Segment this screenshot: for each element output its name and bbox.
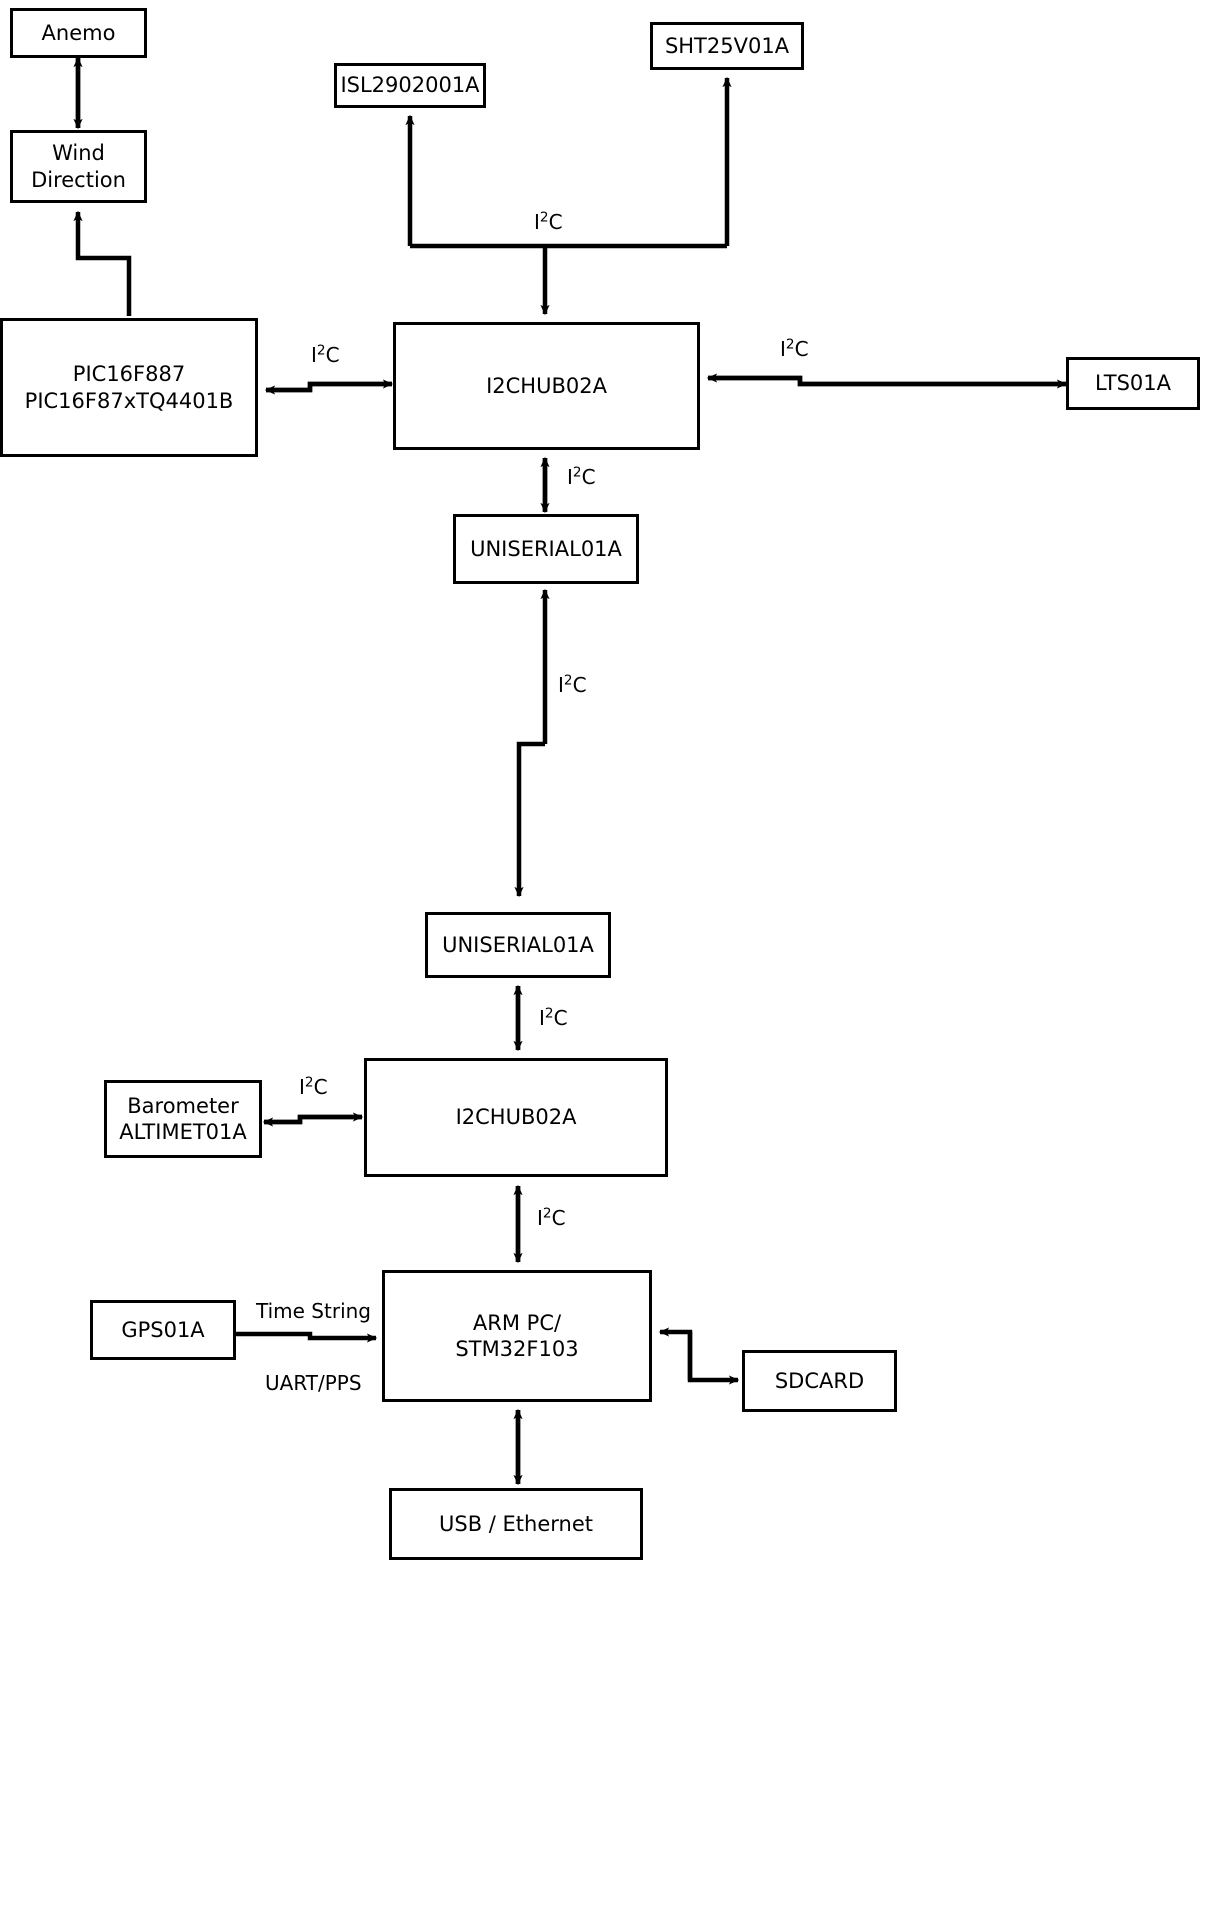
i2c-text-sup: 2 xyxy=(539,209,549,226)
node-barometer-altimet01a-label: Barometer ALTIMET01A xyxy=(119,1093,247,1144)
node-sdcard[interactable]: SDCARD xyxy=(742,1350,897,1412)
edge-gps-arm xyxy=(236,1331,378,1343)
node-gps01a[interactable]: GPS01A xyxy=(90,1300,236,1360)
i2c-text-suffix: C xyxy=(553,1006,568,1030)
edge-arm-sdcard xyxy=(687,1332,740,1385)
i2c-text-suffix: C xyxy=(551,1206,566,1230)
edge-hubbot-baro xyxy=(262,1114,362,1127)
i2c-text-sup: 2 xyxy=(316,342,326,359)
i2c-text-suffix: C xyxy=(794,337,809,361)
i2c-text-suffix: C xyxy=(313,1075,328,1099)
edge-unitop-unibot xyxy=(514,741,545,898)
i2c-text-suffix: C xyxy=(572,673,587,697)
i2c-text-prefix: I xyxy=(537,1206,543,1230)
node-gps01a-label: GPS01A xyxy=(121,1317,205,1342)
node-arm-pc-stm32f103[interactable]: ARM PC/ STM32F103 xyxy=(382,1270,652,1402)
edge-hubtop-lts xyxy=(708,375,1068,389)
i2c-text-suffix: C xyxy=(325,343,340,367)
node-lts01a[interactable]: LTS01A xyxy=(1066,357,1200,410)
node-i2chub02a-top-label: I2CHUB02A xyxy=(486,373,607,398)
i2c-text-sup: 2 xyxy=(544,1005,554,1022)
node-uniserial01a-bottom-label: UNISERIAL01A xyxy=(442,932,594,957)
i2c-text-sup: 2 xyxy=(304,1074,314,1091)
i2c-text-prefix: I xyxy=(299,1075,305,1099)
node-wind-direction[interactable]: Wind Direction xyxy=(10,130,147,203)
i2c-text-prefix: I xyxy=(780,337,786,361)
node-barometer-altimet01a[interactable]: Barometer ALTIMET01A xyxy=(104,1080,262,1158)
edge-pic-hub xyxy=(266,379,394,393)
node-i2chub02a-top[interactable]: I2CHUB02A xyxy=(393,322,700,450)
i2c-text-prefix: I xyxy=(567,465,573,489)
node-anemo[interactable]: Anemo xyxy=(10,8,147,58)
node-arm-pc-stm32f103-label: ARM PC/ STM32F103 xyxy=(455,1310,579,1361)
node-i2chub02a-bottom-label: I2CHUB02A xyxy=(455,1105,577,1130)
i2c-text-prefix: I xyxy=(534,210,540,234)
edge-label-i2c-top-bus: I2C xyxy=(534,209,563,234)
node-wind-direction-label: Wind Direction xyxy=(31,141,126,192)
node-i2chub02a-bottom[interactable]: I2CHUB02A xyxy=(364,1058,668,1177)
edge-label-uart-pps: UART/PPS xyxy=(265,1371,362,1395)
edge-label-i2c-hub-lts: I2C xyxy=(780,336,809,361)
node-isl2902001a[interactable]: ISL2902001A xyxy=(334,63,486,108)
i2c-text-prefix: I xyxy=(311,343,317,367)
node-sdcard-label: SDCARD xyxy=(774,1368,865,1393)
edge-baro-hubbot xyxy=(264,1112,364,1125)
edge-label-i2c-uniserial-uniserial: I2C xyxy=(558,672,587,697)
edge-label-i2c-hub-uniserial: I2C xyxy=(567,464,596,489)
edge-hub-pic xyxy=(264,381,392,395)
edge-label-i2c-barometer-hubbottom: I2C xyxy=(299,1074,328,1099)
node-anemo-label: Anemo xyxy=(41,20,116,45)
node-sht25v01a-label: SHT25V01A xyxy=(664,33,790,58)
node-usb-ethernet-label: USB / Ethernet xyxy=(439,1511,593,1536)
i2c-text-sup: 2 xyxy=(572,464,582,481)
i2c-text-prefix: I xyxy=(539,1006,545,1030)
i2c-text-prefix: I xyxy=(558,673,564,697)
i2c-text-sup: 2 xyxy=(542,1205,552,1222)
edge-label-i2c-pic-hub: I2C xyxy=(311,342,340,367)
node-sht25v01a[interactable]: SHT25V01A xyxy=(650,22,804,70)
edge-lts-hubtop xyxy=(706,373,1066,387)
edge-label-time-string: Time String xyxy=(256,1299,371,1323)
i2c-text-sup: 2 xyxy=(563,672,573,689)
node-usb-ethernet[interactable]: USB / Ethernet xyxy=(389,1488,643,1560)
edge-label-i2c-hubbottom-arm: I2C xyxy=(537,1205,566,1230)
edge-label-i2c-uniserial-hubbottom: I2C xyxy=(539,1005,568,1030)
node-isl2902001a-label: ISL2902001A xyxy=(340,73,480,98)
node-pic16f887[interactable]: PIC16F887 PIC16F87xTQ4401B xyxy=(0,318,258,457)
node-pic16f887-label: PIC16F887 PIC16F87xTQ4401B xyxy=(24,362,234,413)
edge-pic-wind xyxy=(73,210,132,316)
i2c-text-sup: 2 xyxy=(785,336,795,353)
i2c-text-suffix: C xyxy=(548,210,563,234)
node-uniserial01a-top-label: UNISERIAL01A xyxy=(470,536,622,561)
node-lts01a-label: LTS01A xyxy=(1094,371,1172,396)
node-uniserial01a-top[interactable]: UNISERIAL01A xyxy=(453,514,639,584)
node-uniserial01a-bottom[interactable]: UNISERIAL01A xyxy=(425,912,611,978)
i2c-text-suffix: C xyxy=(581,465,596,489)
edge-sdcard-arm xyxy=(658,1327,693,1380)
